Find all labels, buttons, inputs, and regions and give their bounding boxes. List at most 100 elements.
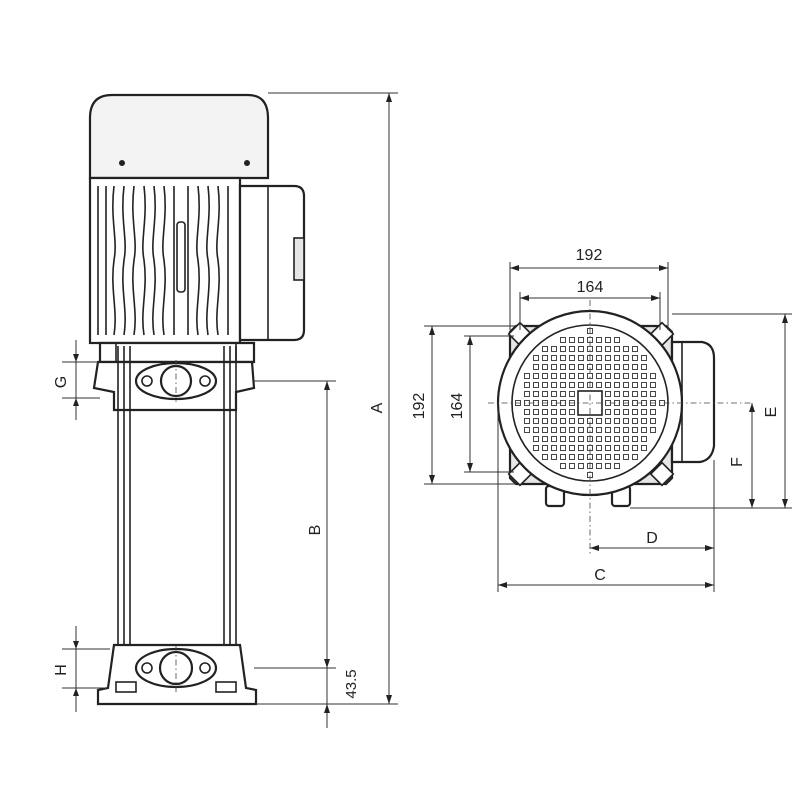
vent-slot: [623, 418, 629, 424]
dim-label-d: D: [646, 530, 658, 547]
vent-slot: [605, 391, 611, 397]
dim-label-outer-height: 192: [411, 393, 428, 420]
vent-slot: [605, 355, 611, 361]
vent-slot: [542, 445, 548, 451]
vent-slot: [569, 418, 575, 424]
vent-slot: [578, 382, 584, 388]
vent-slot: [650, 427, 656, 433]
vent-slot: [632, 409, 638, 415]
vent-slot: [614, 445, 620, 451]
vent-slot: [623, 382, 629, 388]
vent-slot: [632, 355, 638, 361]
vent-slot: [605, 382, 611, 388]
vent-slot: [551, 391, 557, 397]
vent-slot: [542, 382, 548, 388]
vent-slot: [596, 463, 602, 469]
vent-slot: [560, 463, 566, 469]
vent-slot: [623, 373, 629, 379]
vent-slot: [569, 409, 575, 415]
vent-slot: [542, 427, 548, 433]
vent-slot: [578, 337, 584, 343]
vent-slot: [578, 418, 584, 424]
vent-slot: [524, 418, 530, 424]
vent-slot: [641, 409, 647, 415]
vent-slot: [551, 373, 557, 379]
vent-slot: [650, 382, 656, 388]
vent-slot: [560, 346, 566, 352]
vent-slot: [632, 364, 638, 370]
vent-slot: [542, 418, 548, 424]
vent-slot: [596, 364, 602, 370]
vent-slot: [578, 427, 584, 433]
vent-slot: [632, 391, 638, 397]
vent-slot: [542, 373, 548, 379]
end-view: 192 164 192 164 E F: [411, 247, 792, 592]
vent-slot: [569, 355, 575, 361]
dim-label-g: G: [53, 376, 70, 388]
cap-screw-left: [119, 160, 125, 166]
vent-slot: [560, 445, 566, 451]
vent-slot: [569, 346, 575, 352]
tie-rods: [117, 346, 237, 650]
vent-slot: [605, 364, 611, 370]
vent-slot: [641, 391, 647, 397]
vent-slot: [596, 337, 602, 343]
vent-slot: [551, 355, 557, 361]
dim-label-h: H: [53, 664, 70, 676]
vent-slot: [632, 418, 638, 424]
motor-cap: [88, 93, 270, 180]
cap-screw-right: [244, 160, 250, 166]
vent-slot: [632, 382, 638, 388]
vent-slot: [623, 364, 629, 370]
vent-slot: [560, 418, 566, 424]
vent-slot: [605, 346, 611, 352]
vent-slot: [596, 346, 602, 352]
vent-slot: [524, 427, 530, 433]
vent-slot: [542, 409, 548, 415]
vent-slot: [578, 445, 584, 451]
vent-slot: [614, 418, 620, 424]
vent-slot: [551, 418, 557, 424]
vent-slot: [524, 391, 530, 397]
vent-slot: [560, 391, 566, 397]
vent-slot: [569, 427, 575, 433]
motor-fins: [97, 185, 229, 336]
vent-slot: [623, 454, 629, 460]
vent-slot: [623, 346, 629, 352]
vent-slot: [560, 382, 566, 388]
vent-slot: [596, 418, 602, 424]
vent-slot: [569, 463, 575, 469]
vent-slot: [614, 346, 620, 352]
vent-slot: [569, 436, 575, 442]
vent-slot: [578, 463, 584, 469]
vent-slot: [650, 409, 656, 415]
vent-slot: [623, 409, 629, 415]
vent-slot: [533, 409, 539, 415]
vent-slot: [632, 454, 638, 460]
vent-slot: [542, 364, 548, 370]
vent-slot: [551, 382, 557, 388]
vent-slot: [650, 418, 656, 424]
vent-slot: [560, 355, 566, 361]
vent-slot: [551, 427, 557, 433]
vent-slot: [596, 445, 602, 451]
vent-slot: [614, 364, 620, 370]
vent-slot: [569, 382, 575, 388]
vent-slot: [623, 436, 629, 442]
vent-slot: [614, 337, 620, 343]
vent-slot: [614, 436, 620, 442]
vent-slot: [560, 373, 566, 379]
vent-slot: [641, 364, 647, 370]
dim-label-f: F: [729, 457, 746, 467]
vent-slot: [560, 409, 566, 415]
dim-label-inner-height: 164: [449, 393, 466, 420]
vent-slot: [551, 445, 557, 451]
vent-slot: [632, 373, 638, 379]
terminal-box: [238, 184, 306, 342]
vent-slot: [533, 391, 539, 397]
vent-slot: [596, 436, 602, 442]
vent-slot: [632, 436, 638, 442]
vent-slot: [569, 391, 575, 397]
vent-slot: [605, 409, 611, 415]
